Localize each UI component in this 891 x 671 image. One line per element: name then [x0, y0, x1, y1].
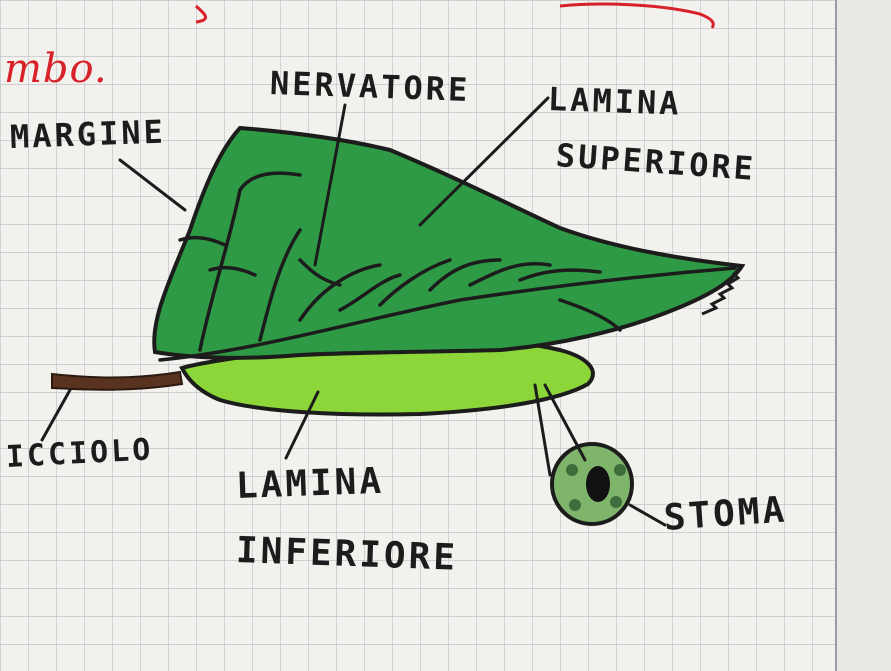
label-lamina-superiore-1: LAMINA: [547, 80, 683, 123]
leader-lamina-superiore: [418, 96, 550, 227]
label-nervatore: NERVATORE: [269, 64, 471, 109]
leader-nervatore: [313, 103, 347, 267]
leader-stoma-3: [628, 503, 667, 527]
leader-stoma-1: [533, 383, 552, 477]
serrated-margin: [701, 264, 744, 316]
leader-stoma-2: [543, 383, 587, 462]
header-fragment: mbo.: [4, 46, 108, 92]
leader-picciolo: [40, 388, 72, 442]
lamina-superiore-shape: [152, 125, 746, 360]
label-lamina-inferiore-1: LAMINA: [235, 460, 385, 507]
leader-lines: [40, 96, 667, 527]
label-lamina-inferiore-2: INFERIORE: [235, 530, 459, 579]
leader-lamina-inferiore: [284, 390, 320, 460]
right-page-edge: [836, 0, 891, 671]
petiole: [51, 370, 184, 391]
leaf-veins: [158, 171, 737, 362]
label-margine: MARGINE: [9, 112, 167, 156]
red-scribble-top: [195, 2, 715, 29]
leader-margine: [118, 158, 187, 212]
stoma-pore: [586, 466, 610, 502]
label-stoma: STOMA: [662, 489, 789, 539]
